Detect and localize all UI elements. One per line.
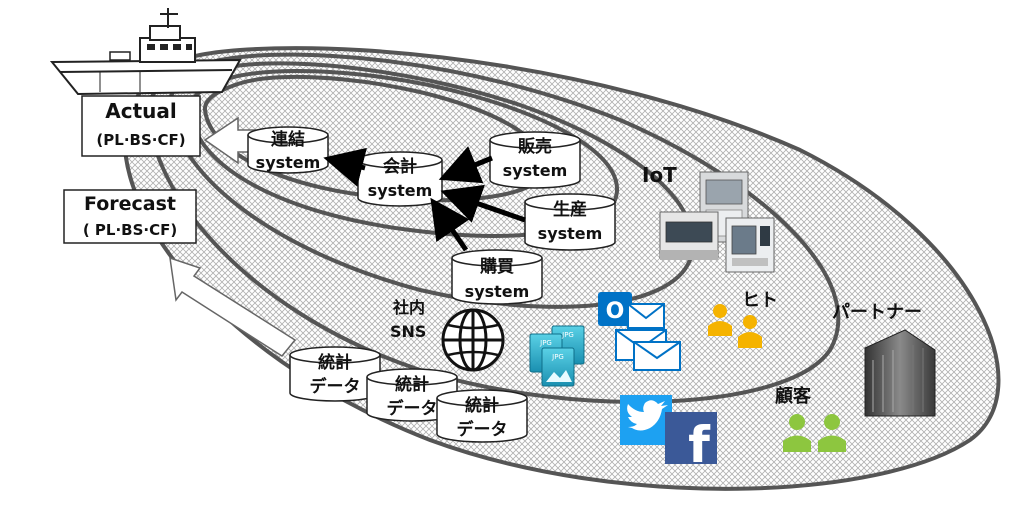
stats-3-label-2: データ [457, 419, 508, 440]
forecast-title: Forecast [84, 193, 176, 215]
outlook-mail-icon: O [598, 292, 681, 371]
arrow-hanbai-to-kaikei [438, 146, 493, 184]
globe-icon [441, 308, 505, 372]
renketsu-label-2: system [256, 153, 321, 172]
jpg-text-2: JPG [539, 339, 552, 347]
stats-cylinder-1: 統計 データ [289, 346, 381, 402]
facebook-letter: f [688, 416, 711, 474]
arrow-kaikei-to-renketsu [323, 147, 367, 187]
factory-machines-icon [659, 171, 775, 273]
seisan-label-2: system [538, 224, 603, 243]
stats-cylinder-3: 統計 データ [436, 389, 528, 443]
actual-title: Actual [105, 99, 176, 123]
partner-label: パートナー [832, 302, 922, 323]
outlook-letter: O [606, 299, 625, 324]
actual-box: Actual (PL·BS·CF) [81, 95, 201, 157]
kaikei-label-2: system [368, 181, 433, 200]
cylinder-renketsu: 連結 system [247, 126, 329, 174]
stats-2-label-2: データ [387, 398, 438, 419]
kobai-label-2: system [465, 282, 530, 301]
renketsu-label-1: 連結 [271, 129, 305, 150]
twitter-icon [620, 395, 672, 445]
cylinder-hanbai: 販売 system [489, 131, 581, 189]
kokyaku-people-icon [783, 414, 846, 452]
stats-3-label-1: 統計 [465, 395, 499, 416]
stats-1-label-1: 統計 [318, 352, 352, 373]
arrow-kobai-to-kaikei [430, 197, 470, 252]
cylinder-kobai: 購買 system [451, 249, 543, 305]
cylinder-kaikei: 会計 system [357, 151, 443, 207]
nested-ellipses [122, 46, 1001, 491]
ship-icon [49, 8, 242, 96]
jpg-text-3: JPG [551, 353, 564, 361]
flow-arrows [323, 146, 526, 252]
stats-cylinder-2: 統計 データ [366, 368, 458, 422]
kaikei-label-1: 会計 [383, 156, 417, 177]
jpg-text-1: JPG [561, 331, 574, 339]
shanai-label: 社内 [392, 298, 425, 317]
facebook-icon: f [665, 412, 717, 474]
hito-people-icon [708, 304, 762, 348]
office-building-icon [864, 329, 936, 417]
hanbai-label-2: system [503, 161, 568, 180]
jpg-images-icon: JPG JPG JPG [529, 325, 585, 387]
kobai-label-1: 購買 [480, 256, 514, 277]
iot-label: IoT [642, 163, 677, 187]
hanbai-label-1: 販売 [518, 136, 552, 157]
kokyaku-label: 顧客 [775, 385, 812, 407]
hito-label: ヒト [742, 290, 778, 311]
hollow-arrow-to-forecast [169, 256, 297, 357]
forecast-box: Forecast ( PL·BS·CF) [63, 189, 197, 244]
stats-2-label-1: 統計 [395, 374, 429, 395]
actual-subtitle: (PL·BS·CF) [96, 131, 185, 149]
sns-label: SNS [390, 322, 426, 341]
stats-1-label-2: データ [310, 376, 361, 397]
cylinder-seisan: 生産 system [524, 193, 616, 251]
seisan-label-1: 生産 [553, 199, 587, 220]
forecast-subtitle: ( PL·BS·CF) [83, 221, 177, 239]
